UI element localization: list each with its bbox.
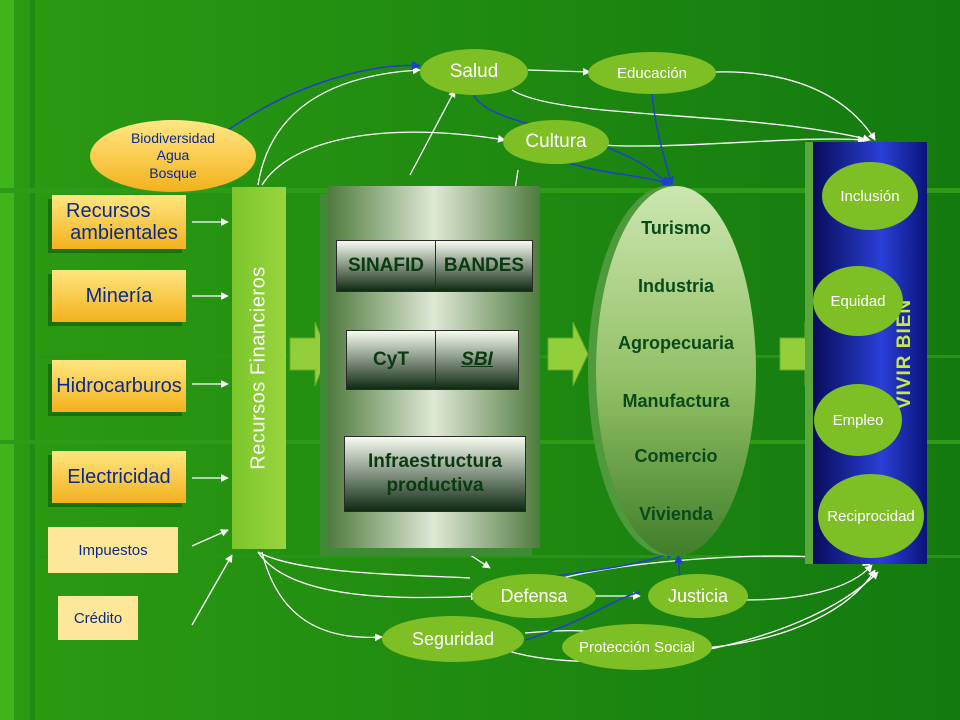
sector-agropecuaria: Agropecuaria [617, 333, 735, 353]
mineria-label: Minería [85, 285, 153, 307]
salud-ellipse: Salud [420, 49, 528, 95]
infraestructura-box: Infraestructura productiva [344, 436, 526, 512]
bandes-label: BANDES [443, 255, 525, 276]
hidrocarburos-label: Hidrocarburos [56, 375, 182, 397]
impuestos-label: Impuestos [78, 541, 148, 559]
seguridad-ellipse: Seguridad [382, 616, 524, 662]
seguridad-label: Seguridad [411, 628, 495, 649]
cultura-ellipse: Cultura [503, 120, 609, 164]
justicia-label: Justicia [667, 585, 729, 606]
proteccion-social-label: Protección Social [579, 638, 695, 656]
defensa-label: Defensa [500, 585, 568, 606]
cyt-box: CyT [346, 330, 436, 390]
ambientales-label: ambientales [70, 222, 178, 244]
bandes-box: BANDES [435, 240, 533, 292]
mineria-box: Minería [52, 270, 186, 322]
sector-manufactura: Manufactura [622, 391, 730, 411]
infraestructura-line-1: Infraestructura [367, 451, 503, 473]
salud-label: Salud [449, 61, 499, 82]
reciprocidad-label: Reciprocidad [827, 507, 915, 525]
hidrocarburos-box: Hidrocarburos [52, 360, 186, 412]
sbi-label: SBI [461, 349, 493, 370]
arrow-to-sectors [547, 321, 589, 387]
biodiversity-line-1: Biodiversidad [130, 129, 216, 146]
proteccion-social-ellipse: Protección Social [562, 624, 712, 670]
infraestructura-line-2: productiva [386, 475, 484, 496]
sector-turismo: Turismo [641, 218, 711, 238]
inclusion-ellipse: Inclusión [822, 162, 918, 230]
sector-industria: Industria [637, 276, 714, 296]
equidad-ellipse: Equidad [813, 266, 903, 336]
arrow-to-vivir [779, 321, 819, 387]
recursos-ambientales-box: Recursos ambientales [52, 195, 186, 249]
electricidad-label: Electricidad [67, 466, 171, 488]
educacion-ellipse: Educación [588, 52, 716, 94]
sbi-box: SBI [435, 330, 519, 390]
sector-comercio: Comercio [634, 446, 718, 466]
defensa-ellipse: Defensa [472, 574, 596, 618]
sinafid-box: SINAFID [336, 240, 436, 292]
reciprocidad-ellipse: Reciprocidad [818, 474, 924, 558]
empleo-ellipse: Empleo [814, 384, 902, 456]
recursos-financieros-label: Recursos Financieros [247, 266, 270, 470]
empleo-label: Empleo [832, 411, 884, 429]
cultura-label: Cultura [525, 131, 587, 152]
electricidad-box: Electricidad [52, 451, 186, 503]
credito-box: Crédito [58, 596, 138, 640]
recursos-label: Recursos [66, 200, 151, 222]
justicia-ellipse: Justicia [648, 574, 748, 618]
biodiversity-line-2: Agua [156, 147, 190, 164]
inclusion-label: Inclusión [840, 187, 900, 205]
sinafid-label: SINAFID [348, 255, 424, 276]
recursos-financieros-bar: Recursos Financieros [232, 187, 286, 549]
transition-arrows [289, 321, 819, 387]
educacion-label: Educación [616, 64, 688, 82]
equidad-label: Equidad [830, 292, 886, 310]
top-flow-curves [257, 66, 876, 191]
impuestos-box: Impuestos [48, 527, 178, 573]
credito-label: Crédito [73, 609, 123, 627]
biodiversity-line-3: Bosque [149, 164, 197, 181]
arrow-to-center [289, 321, 329, 387]
sectors-ellipse: Turismo Industria Agropecuaria Manufactu… [596, 186, 756, 556]
sector-vivienda: Vivienda [639, 504, 713, 524]
biodiversity-ellipse: Biodiversidad Agua Bosque [90, 120, 256, 192]
cyt-label: CyT [373, 349, 409, 370]
source-arrows [191, 218, 233, 626]
